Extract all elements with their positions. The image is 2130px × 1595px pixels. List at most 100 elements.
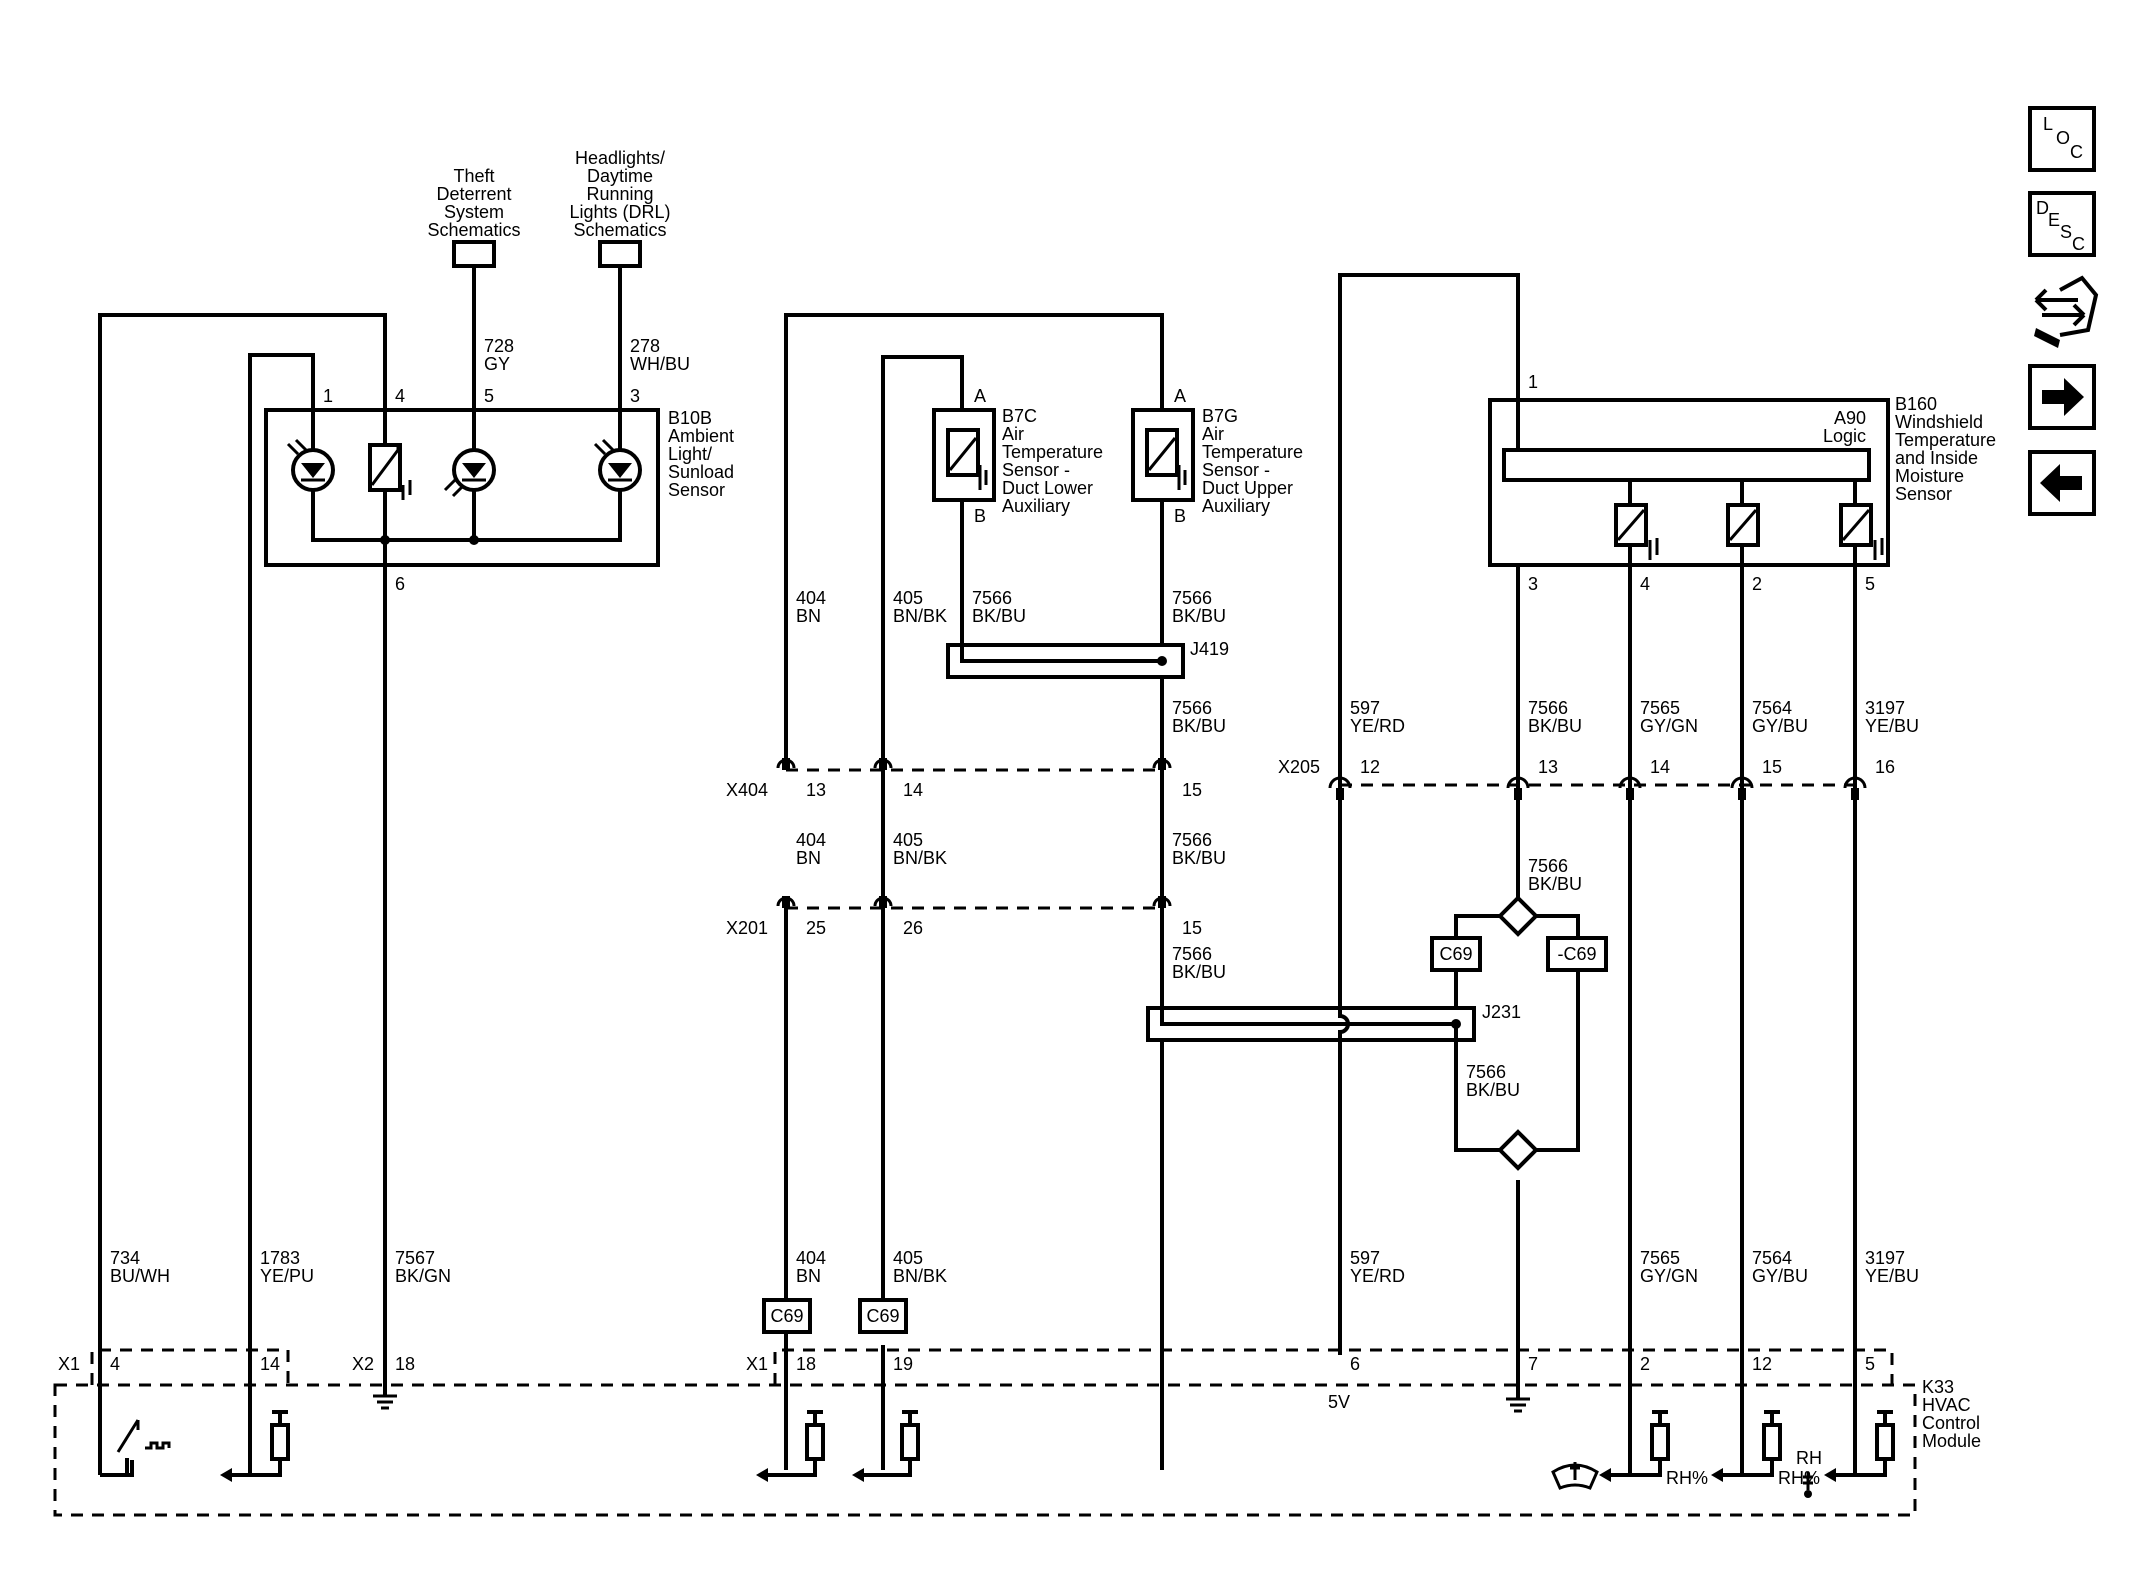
pin-label: 15 — [1762, 757, 1782, 777]
pin-label: 2 — [1640, 1354, 1650, 1374]
wire-label: WH/BU — [630, 354, 690, 374]
wire-label: BN/BK — [893, 1266, 947, 1286]
wire-label: YE/BU — [1865, 716, 1919, 736]
theft-ref-line: System — [444, 202, 504, 222]
wire-label: BK/BU — [1528, 874, 1582, 894]
b7g-name: Temperature — [1202, 442, 1303, 462]
desc-letter: D — [2036, 198, 2049, 218]
k33-module — [53, 1348, 1917, 1517]
wire-label: GY/BU — [1752, 1266, 1808, 1286]
pin-label: 3 — [1528, 574, 1538, 594]
pin-label: 18 — [395, 1354, 415, 1374]
wire-label: 7565 — [1640, 698, 1680, 718]
b10b-name: Sensor — [668, 480, 725, 500]
splice-name: J419 — [1190, 639, 1229, 659]
resistor-icon — [1762, 1410, 1782, 1461]
wire-label: BU/WH — [110, 1266, 170, 1286]
loc-letter: L — [2043, 114, 2053, 134]
a90-name: Logic — [1823, 426, 1866, 446]
wire-label: BK/BU — [1172, 848, 1226, 868]
wire-label: BN — [796, 1266, 821, 1286]
wire-label: BN — [796, 606, 821, 626]
thermometer-icon — [1803, 1472, 1813, 1498]
input-arrow-icon — [1599, 1468, 1630, 1482]
wire-label: GY/GN — [1640, 716, 1698, 736]
nav-next-button[interactable] — [2028, 364, 2096, 430]
loc-letter: C — [2070, 142, 2083, 162]
pin-label: A — [1174, 386, 1186, 406]
wire-label: 3197 — [1865, 1248, 1905, 1268]
wire-label: YE/RD — [1350, 716, 1405, 736]
pin-label: 3 — [630, 386, 640, 406]
option-label: C69 — [1439, 944, 1472, 964]
desc-letter: S — [2060, 222, 2072, 242]
input-arrow-icon — [852, 1468, 883, 1482]
ground-icon — [373, 1385, 397, 1410]
pin-label: 6 — [395, 574, 405, 594]
b10b-name: Light/ — [668, 444, 712, 464]
pin-label: 13 — [806, 780, 826, 800]
b160-name: B160 — [1895, 394, 1937, 414]
input-arrow-icon — [756, 1468, 786, 1482]
nav-tool-button[interactable] — [2034, 275, 2099, 348]
nav-desc-button[interactable] — [2028, 191, 2096, 257]
b10b-name: Sunload — [668, 462, 734, 482]
wire-label: 7566 — [1528, 698, 1568, 718]
wire-label: 405 — [893, 830, 923, 850]
wire-label: 7566 — [1466, 1062, 1506, 1082]
theft-ref-line: Theft — [453, 166, 494, 186]
a90-name: A90 — [1834, 408, 1866, 428]
desc-letter: C — [2072, 234, 2085, 254]
wire-label: 404 — [796, 1248, 826, 1268]
wire-label: 7566 — [1172, 830, 1212, 850]
wire-label: BN — [796, 848, 821, 868]
pin-label: 25 — [806, 918, 826, 938]
pin-label: 1 — [1528, 372, 1538, 392]
photodiode-icon — [286, 438, 335, 492]
wire-label: BK/BU — [1172, 962, 1226, 982]
pin-label: A — [974, 386, 986, 406]
ground-icon — [1506, 1390, 1530, 1413]
wire-label: BK/BU — [1528, 716, 1582, 736]
resistor-icon — [1875, 1410, 1895, 1461]
wire-label: 7567 — [395, 1248, 435, 1268]
b160-name: Sensor — [1895, 484, 1952, 504]
thermistor-icon — [1726, 503, 1760, 547]
b7c-name: Air — [1002, 424, 1024, 444]
nav-prev-button[interactable] — [2028, 450, 2096, 516]
b7c-sensor — [932, 408, 996, 502]
nav-loc-button[interactable] — [2028, 106, 2096, 172]
resistor-icon — [900, 1410, 920, 1461]
pin-label: 14 — [260, 1354, 280, 1374]
wire-label: 405 — [893, 1248, 923, 1268]
headlight-ref-line: Lights (DRL) — [569, 202, 670, 222]
switch-icon — [100, 1419, 171, 1477]
b7g-sensor — [1131, 408, 1195, 502]
b7g-name: Sensor - — [1202, 460, 1270, 480]
pin-label: 5 — [484, 386, 494, 406]
b7g-name: Duct Upper — [1202, 478, 1293, 498]
option-label: -C69 — [1557, 944, 1596, 964]
loc-letter: O — [2056, 128, 2070, 148]
splice-name: J231 — [1482, 1002, 1521, 1022]
thermistor-icon — [1614, 503, 1659, 560]
wire-label: 7566 — [972, 588, 1012, 608]
headlight-ref-line: Schematics — [573, 220, 666, 240]
connector-name: X205 — [1278, 757, 1320, 777]
thermistor-icon — [368, 443, 412, 500]
wires — [98, 265, 1887, 1477]
k33-name: Control — [1922, 1413, 1980, 1433]
j419-splice — [946, 500, 1185, 679]
b160-sensor — [1488, 398, 1890, 567]
headlight-ref-line: Daytime — [587, 166, 653, 186]
b7c-name: Auxiliary — [1002, 496, 1070, 516]
wire-label: 7566 — [1528, 856, 1568, 876]
connector-name: X2 — [352, 1354, 374, 1374]
b160-name: Windshield — [1895, 412, 1983, 432]
wire-label: 7566 — [1172, 698, 1212, 718]
resistor-icon — [270, 1410, 290, 1461]
b10b-name: Ambient — [668, 426, 734, 446]
rh-percent-label: RH% — [1778, 1468, 1820, 1488]
wire-label: 404 — [796, 588, 826, 608]
